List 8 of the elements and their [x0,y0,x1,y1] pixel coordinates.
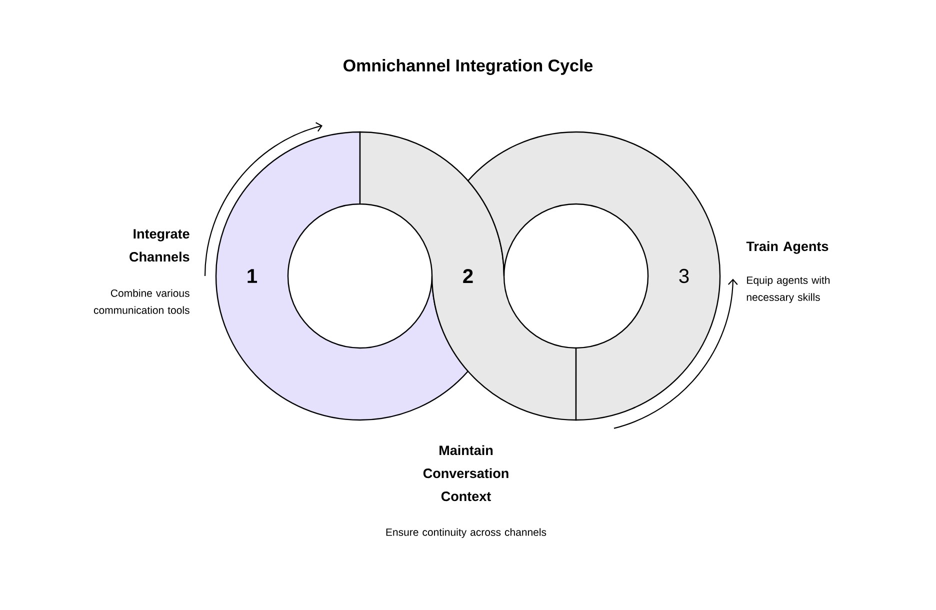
step-heading: Integrate Channels [130,229,190,262]
step-description: Ensure continuity across channels [386,528,546,538]
step-description: Equip agents with necessary skills [746,276,830,303]
ring-segment: 2 [359,131,577,421]
title: Omnichannel Integration Cycle [344,59,593,75]
step-heading: Train Agents [746,241,828,254]
step-description: Combine various communication tools [94,289,190,314]
step-heading: Maintain Conversation Context [423,445,508,502]
